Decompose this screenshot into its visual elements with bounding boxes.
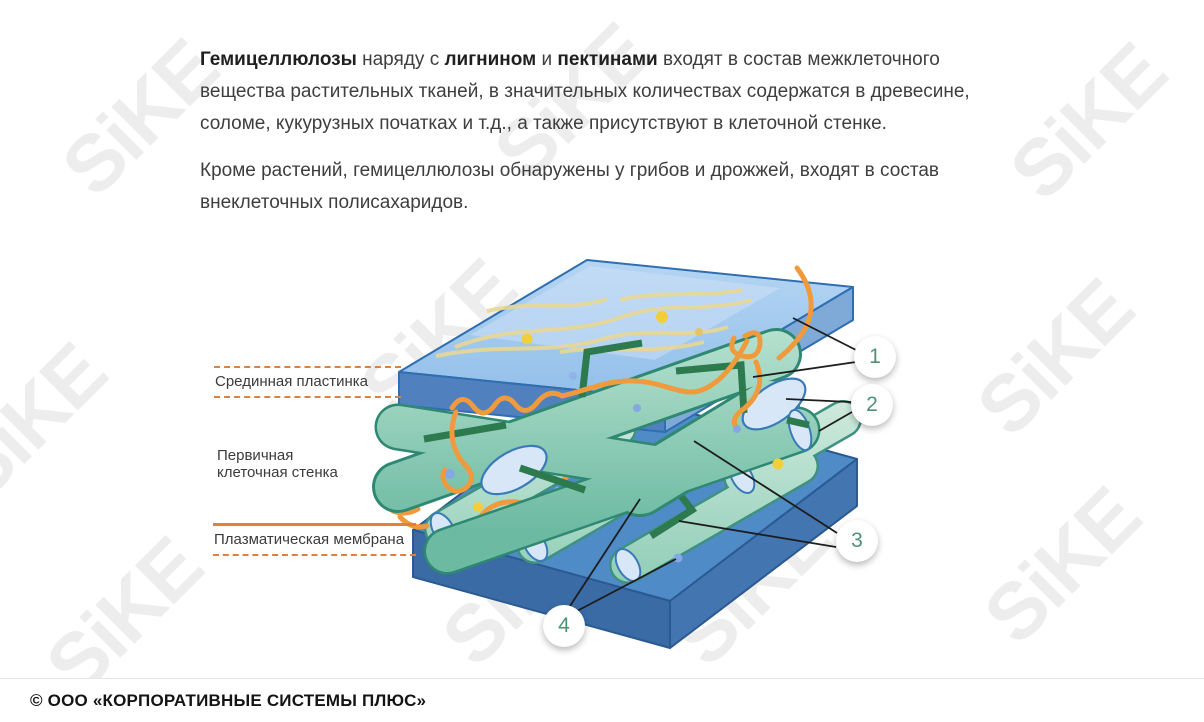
callout-hotspot-1[interactable]: 1	[854, 336, 896, 378]
hemicellulose-rods	[423, 339, 810, 494]
protein-dot	[521, 333, 533, 345]
callout-hotspot-2[interactable]: 2	[851, 384, 893, 426]
paragraph-2: Кроме растений, гемицеллюлозы обнаружены…	[200, 160, 939, 213]
callout-number: 1	[869, 345, 881, 368]
callout-number: 2	[866, 393, 878, 416]
label-plasma-membrane: Плазматическая мембрана	[213, 523, 416, 556]
protein-dot	[656, 311, 668, 323]
pectin-strands-pale	[435, 288, 753, 358]
protein-dot	[695, 328, 703, 336]
paragraph-1: Гемицеллюлозы наряду с лигнином и пектин…	[200, 49, 970, 134]
protein-dot	[569, 372, 577, 380]
text-block: Гемицеллюлозы наряду с лигнином и пектин…	[200, 44, 1000, 234]
copyright-text: © ООО «КОРПОРАТИВНЫЕ СИСТЕМЫ ПЛЮС»	[30, 690, 427, 710]
footer-bar: © ООО «КОРПОРАТИВНЫЕ СИСТЕМЫ ПЛЮС»	[0, 678, 1204, 722]
label-primary-cell-wall: Первичная клеточная стенка	[217, 447, 338, 481]
callout-hotspot-3[interactable]: 3	[836, 520, 878, 562]
callout-number: 4	[558, 614, 570, 637]
callout-lines	[569, 317, 857, 612]
soluble-proteins	[445, 404, 784, 479]
microfibril-cross-section	[480, 444, 548, 496]
microfibril-cross-section	[741, 377, 807, 431]
label-middle-lamella: Срединная пластинка	[214, 366, 401, 398]
callout-hotspot-4[interactable]: 4	[543, 605, 585, 647]
pectin-strands-orange	[397, 265, 814, 530]
callout-number: 3	[851, 529, 863, 552]
